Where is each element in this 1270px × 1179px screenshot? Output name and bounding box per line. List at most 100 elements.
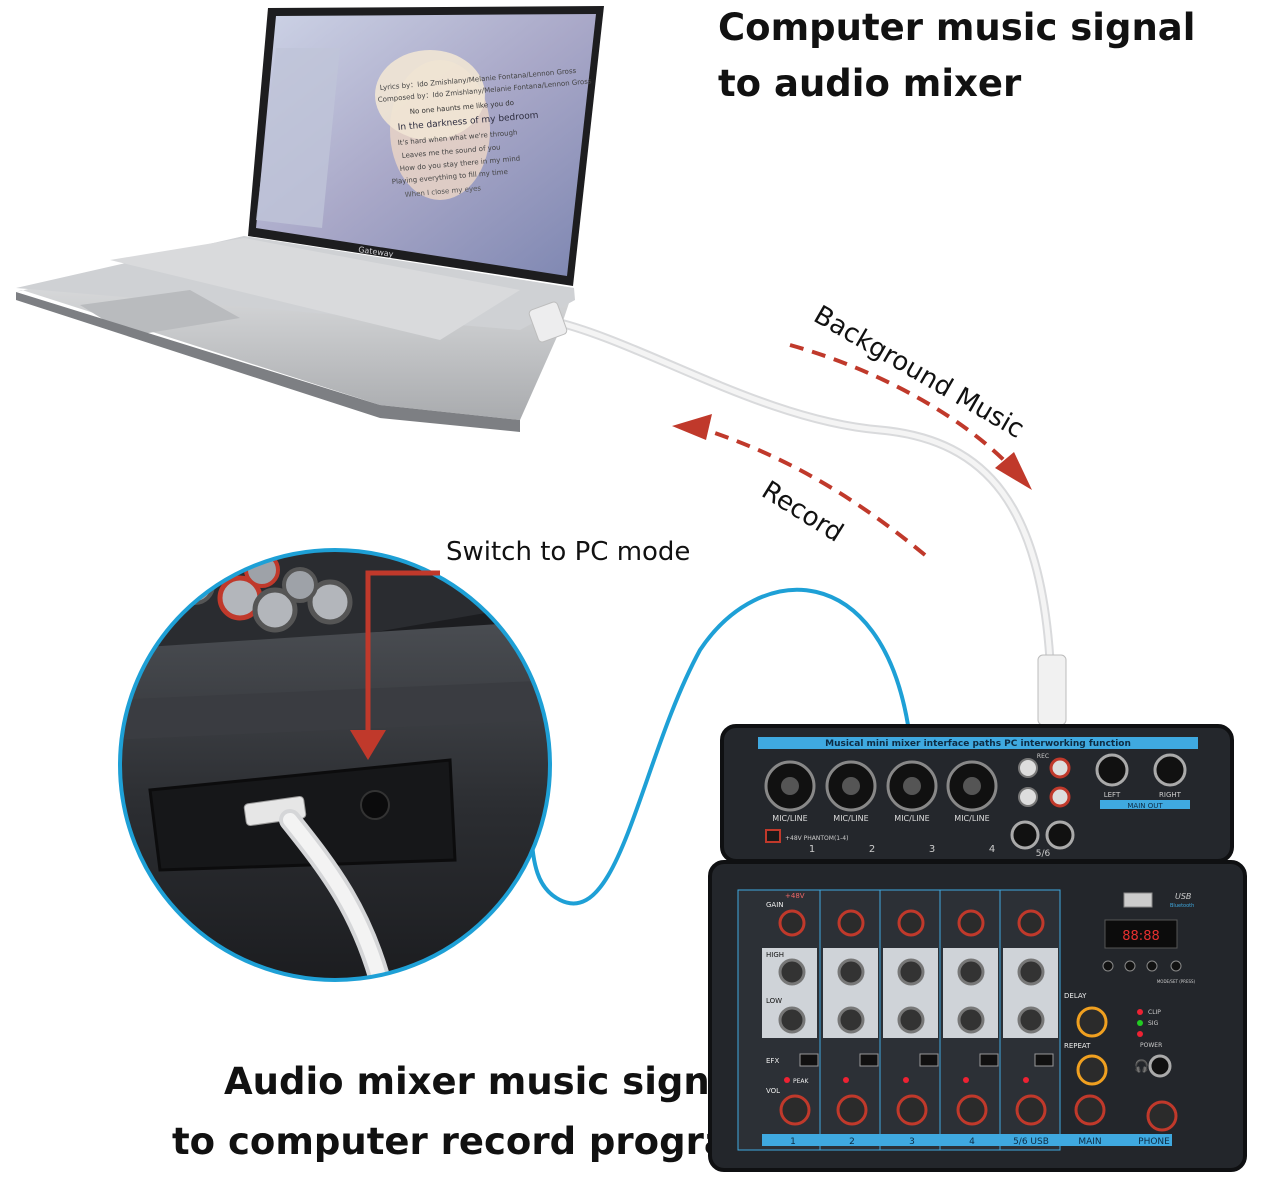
svg-text:2: 2 [849,1137,855,1147]
delay-knob[interactable] [1076,1006,1108,1038]
led-display-text: 88:88 [1122,929,1159,944]
svg-text:LEFT: LEFT [1104,791,1121,799]
low-knob-1[interactable] [778,1006,806,1034]
svg-text:CLIP: CLIP [1148,1009,1161,1016]
svg-text:USB: USB [1175,892,1191,901]
jack-6[interactable] [1045,820,1075,850]
vol-knob-5-6[interactable] [1015,1094,1047,1126]
efx-button-4[interactable] [979,1053,999,1067]
record-label: Record [756,475,848,548]
bottom-caption-line2: to computer record program [172,1120,768,1163]
headphone-icon: 🎧 [1134,1059,1149,1073]
rca-in-r[interactable] [1049,786,1071,808]
record-arrowhead [672,414,712,440]
svg-text:VOL: VOL [766,1087,780,1095]
main-vol-knob[interactable] [1074,1094,1106,1126]
top-caption-line1: Computer music signal [718,6,1196,49]
efx-buttons [799,1053,1054,1067]
low-knob-3[interactable] [897,1006,925,1034]
vol-knob-2[interactable] [836,1094,868,1126]
low-knob-2[interactable] [837,1006,865,1034]
peak-led [903,1077,909,1083]
switch-pointer-arrowhead [350,730,386,760]
efx-button-1[interactable] [799,1053,819,1067]
svg-text:MAIN: MAIN [1078,1137,1101,1147]
efx-button-3[interactable] [919,1053,939,1067]
rca-rec-l[interactable] [1018,758,1038,778]
usb-port[interactable] [1123,892,1153,908]
laptop: Lyrics by：Ido Zmishlany/Melanie Fontana/… [16,6,604,432]
headphone-jack[interactable] [1148,1054,1172,1078]
phone-vol-knob[interactable] [1146,1100,1178,1132]
high-knob-1[interactable] [778,958,806,986]
svg-text:4: 4 [989,844,995,855]
svg-text:+48V: +48V [785,892,805,900]
repeat-knob[interactable] [1076,1054,1108,1086]
svg-text:LOW: LOW [766,997,782,1005]
power-led [1137,1031,1143,1037]
svg-text:GAIN: GAIN [766,901,784,909]
top-caption: Computer music signal to audio mixer [718,0,1195,112]
led-display [1104,919,1178,949]
gain-knob-2[interactable] [837,909,865,937]
high-knob-5-6[interactable] [1017,958,1045,986]
peak-led [843,1077,849,1083]
record-arrow [699,426,927,557]
usb-st-button[interactable] [1034,1053,1054,1067]
gain-knob-1[interactable] [778,909,806,937]
svg-text:1: 1 [809,844,815,855]
svg-text:REC: REC [1037,753,1049,760]
background-music-arrowhead [995,452,1032,490]
peak-led [1023,1077,1029,1083]
main-out-left-jack[interactable] [1095,753,1129,787]
high-knob-2[interactable] [837,958,865,986]
main-out-right-jack[interactable] [1153,753,1187,787]
gain-knob-4[interactable] [957,909,985,937]
svg-text:SIG: SIG [1148,1020,1159,1027]
mode-set-button[interactable] [1170,960,1182,972]
high-eq-knobs [778,958,1045,986]
bottom-caption: Audio mixer music signal to computer rec… [172,1052,767,1172]
rca-rec-r[interactable] [1049,757,1071,779]
switch-pointer-line [365,570,440,735]
laptop-keyboard [110,238,520,340]
pc-mode-button[interactable] [360,790,390,820]
svg-text:POWER: POWER [1140,1042,1162,1049]
play-pause-button[interactable] [1102,960,1114,972]
rca-section: REC 5/6 LEFT RIGHT MAIN OUT [1010,753,1190,859]
vol-knob-1[interactable] [779,1094,811,1126]
svg-text:EFX: EFX [766,1057,779,1065]
high-knob-3[interactable] [897,958,925,986]
next-button[interactable] [1146,960,1158,972]
svg-text:3: 3 [929,844,935,855]
jack-5[interactable] [1010,820,1040,850]
svg-text:2: 2 [869,844,875,855]
input-label-4: MIC/LINE [954,814,989,823]
low-eq-knobs [778,1006,1045,1034]
vol-knob-3[interactable] [896,1094,928,1126]
svg-text:MODE/SET (PRESS): MODE/SET (PRESS) [1157,979,1196,984]
usb-cable [528,301,1067,726]
vol-knob-4[interactable] [956,1094,988,1126]
efx-button-2[interactable] [859,1053,879,1067]
gain-knob-5-6[interactable] [1017,909,1045,937]
rca-in-l[interactable] [1018,787,1038,807]
svg-text:Bluetooth: Bluetooth [1170,903,1194,909]
phantom-button[interactable] [765,829,781,843]
prev-button[interactable] [1124,960,1136,972]
low-knob-5-6[interactable] [1017,1006,1045,1034]
svg-text:5/6 USB: 5/6 USB [1013,1137,1049,1147]
gain-knob-3[interactable] [897,909,925,937]
volume-knobs [779,1094,1178,1132]
high-knob-4[interactable] [957,958,985,986]
main-out-label: MAIN OUT [1127,802,1163,810]
combo-inputs: MIC/LINE MIC/LINE MIC/LINE MIC/LINE 1 2 … [764,760,998,855]
usb-player-module: USB Bluetooth 88:88 MODE/SET (PRESS) [1102,892,1196,984]
background-music-arrow [789,343,1020,477]
clip-led [1137,1009,1143,1015]
zoom-view [118,548,552,982]
low-knob-4[interactable] [957,1006,985,1034]
svg-text:DELAY: DELAY [1064,992,1087,1000]
svg-text:PEAK: PEAK [793,1078,810,1085]
